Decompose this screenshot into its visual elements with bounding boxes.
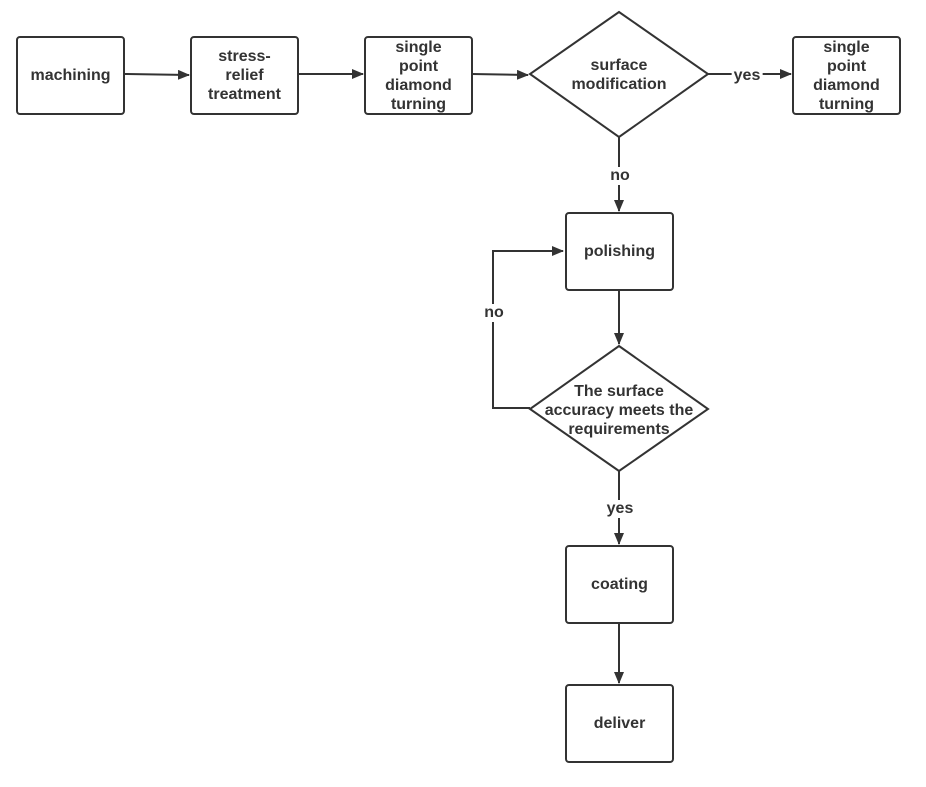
deliver-node[interactable]: deliver — [565, 684, 674, 763]
stress-relief-node[interactable]: stress- relief treatment — [190, 36, 299, 115]
machining-node[interactable]: machining — [16, 36, 125, 115]
coating-node[interactable]: coating — [565, 545, 674, 624]
edge-label-no-loop: no — [482, 304, 506, 322]
edge-spdt-to-surface-modification — [471, 69, 529, 80]
edge-label-no-down: no — [608, 167, 632, 185]
edge-label-yes-right: yes — [731, 67, 763, 85]
polishing-node[interactable]: polishing — [565, 212, 674, 291]
accuracy-check-label: The surface accuracy meets the requireme… — [544, 382, 694, 438]
surface-modification-label: surface modification — [571, 57, 667, 93]
edge-label-yes-down: yes — [604, 500, 636, 518]
spdt-node-2[interactable]: single point diamond turning — [792, 36, 901, 115]
spdt-node-1[interactable]: single point diamond turning — [364, 36, 473, 115]
edge-accuracy-check-no-loop — [492, 246, 564, 409]
edge-machining-to-stress-relief — [123, 69, 190, 80]
